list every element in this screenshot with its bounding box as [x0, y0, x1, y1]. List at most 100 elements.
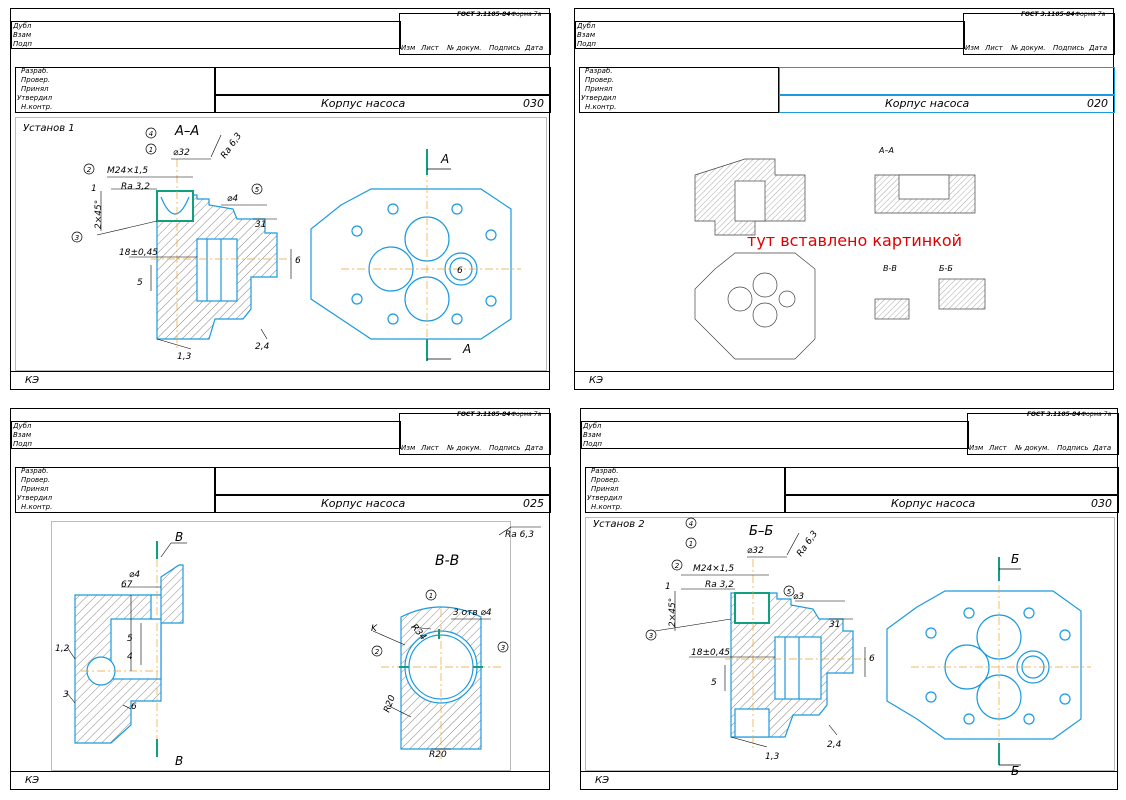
dim-18: 18±0,45	[119, 248, 158, 258]
part-name: Корпус насоса	[321, 497, 406, 510]
part-name: Корпус насоса	[885, 97, 970, 110]
dim-6: 6	[131, 702, 137, 712]
sheet-025: ГОСТ 3.1105-84 Форма 7а Дубл Взам Подп И…	[10, 408, 551, 790]
sign-grid	[585, 467, 785, 513]
hdr-podpis: Подпись	[489, 44, 521, 52]
row-podp: Подп	[13, 440, 32, 448]
dim-m24: M24×1,5	[693, 564, 734, 574]
callout-1: 1	[149, 146, 153, 154]
dim-31: 31	[829, 620, 840, 630]
dim-d3: ⌀3	[793, 592, 804, 602]
left-rows-grid	[581, 421, 969, 449]
sheet-020: ГОСТ 3.1105-84 Форма 7а Дубл Взам Подп И…	[574, 8, 1115, 390]
header-grid	[963, 13, 1115, 55]
name-cell	[215, 495, 551, 513]
section-title: Б–Б	[749, 524, 773, 539]
header-grid	[967, 413, 1119, 455]
callout-5: 5	[255, 186, 260, 194]
dim-r20a: R20	[382, 694, 398, 714]
embedded-section-aa: А–А	[878, 146, 894, 155]
row-dubl: Дубл	[13, 22, 32, 30]
operation-number: 025	[523, 497, 544, 510]
row-vzam: Взам	[13, 431, 32, 439]
dim-ra32: Ra 3,2	[705, 580, 734, 590]
info-grid	[785, 467, 1119, 495]
sign-prinyal: Принял	[591, 485, 619, 493]
callout-2: 2	[87, 166, 92, 174]
part-name: Корпус насоса	[891, 497, 976, 510]
forma-label: Форма 7а	[1075, 11, 1106, 18]
dim-chamfer: 2×45°	[94, 200, 104, 229]
ke-label: КЭ	[595, 775, 610, 786]
row-dubl: Дубл	[583, 422, 602, 430]
section-view	[156, 190, 278, 340]
dim-chamfer: 2×45°	[668, 598, 678, 627]
forma-label: Форма 7а	[511, 11, 542, 18]
drawing-area	[51, 521, 511, 771]
callout-3: 3	[501, 644, 505, 652]
setup-label: Установ 1	[23, 123, 75, 134]
dim-24: 2,4	[255, 342, 270, 352]
sign-grid	[15, 67, 215, 113]
hdr-data: Дата	[1093, 444, 1112, 452]
part-name: Корпус насоса	[321, 97, 406, 110]
drawing-area	[15, 117, 547, 371]
sheet-030-setup-2: ГОСТ 3.1105-84 Форма 7а Дубл Взам Подп И…	[580, 408, 1119, 790]
section-title: А–А	[174, 124, 199, 139]
sign-prinyal: Принял	[585, 85, 613, 93]
left-rows-grid	[575, 21, 965, 49]
sign-nkontr: Н.контр.	[21, 503, 53, 511]
row-dubl: Дубл	[13, 422, 32, 430]
row-podp: Подп	[583, 440, 602, 448]
callout-1: 1	[689, 540, 693, 548]
sign-razrab: Разраб.	[591, 467, 619, 475]
cut-label-bottom: А	[462, 342, 471, 356]
row-podp: Подп	[13, 40, 32, 48]
callout-4: 4	[149, 130, 153, 138]
dim-3: 3	[63, 690, 69, 700]
sign-nkontr: Н.контр.	[591, 503, 623, 511]
dim-13: 1,3	[765, 752, 780, 762]
sign-grid	[579, 67, 779, 113]
setup-label: Установ 2	[593, 519, 645, 530]
ke-label: КЭ	[25, 775, 40, 786]
sign-prinyal: Принял	[21, 485, 49, 493]
info-grid	[779, 67, 1115, 95]
hdr-list: Лист	[421, 444, 439, 452]
dim-5: 5	[127, 634, 133, 644]
row-vzam: Взам	[13, 31, 32, 39]
hdr-dokum: № докум.	[1011, 44, 1046, 52]
hdr-podpis: Подпись	[1053, 44, 1085, 52]
ra-label: Ra 6,3	[505, 530, 534, 540]
callout-2: 2	[675, 562, 680, 570]
callout-1: 1	[429, 592, 433, 600]
dim-67: 67	[121, 580, 133, 590]
dim-5: 5	[711, 678, 717, 688]
callout-5: 5	[787, 588, 792, 596]
sign-utverdil: Утвердил	[581, 94, 617, 102]
gost-label: ГОСТ 3.1105-84	[1021, 11, 1075, 18]
operation-number: 020	[1087, 97, 1108, 110]
ke-label: КЭ	[25, 375, 40, 386]
ke-label: КЭ	[589, 375, 604, 386]
name-cell	[785, 495, 1119, 513]
sign-utverdil: Утвердил	[587, 494, 623, 502]
name-cell	[215, 95, 551, 113]
operation-number: 030	[523, 97, 544, 110]
hdr-list: Лист	[989, 444, 1007, 452]
sign-prover: Провер.	[21, 476, 51, 484]
left-rows-grid	[11, 421, 401, 449]
part-drawing-setup-2: Б–Б ⌀32 M24×1,5 Ra 3,2 Ra 6,3 2×45° 1 ⌀3…	[645, 517, 1091, 778]
info-grid	[215, 67, 551, 95]
header-grid	[399, 413, 551, 455]
row-vzam: Взам	[577, 31, 596, 39]
hdr-izm: Изм	[965, 44, 980, 52]
hdr-izm: Изм	[401, 444, 416, 452]
bottom-bar	[11, 371, 549, 372]
operation-number: 030	[1091, 497, 1112, 510]
dim-ra32: Ra 3,2	[121, 182, 150, 192]
hdr-podpis: Подпись	[1057, 444, 1089, 452]
sign-prover: Провер.	[591, 476, 621, 484]
info-grid	[215, 467, 551, 495]
hdr-izm: Изм	[401, 44, 416, 52]
